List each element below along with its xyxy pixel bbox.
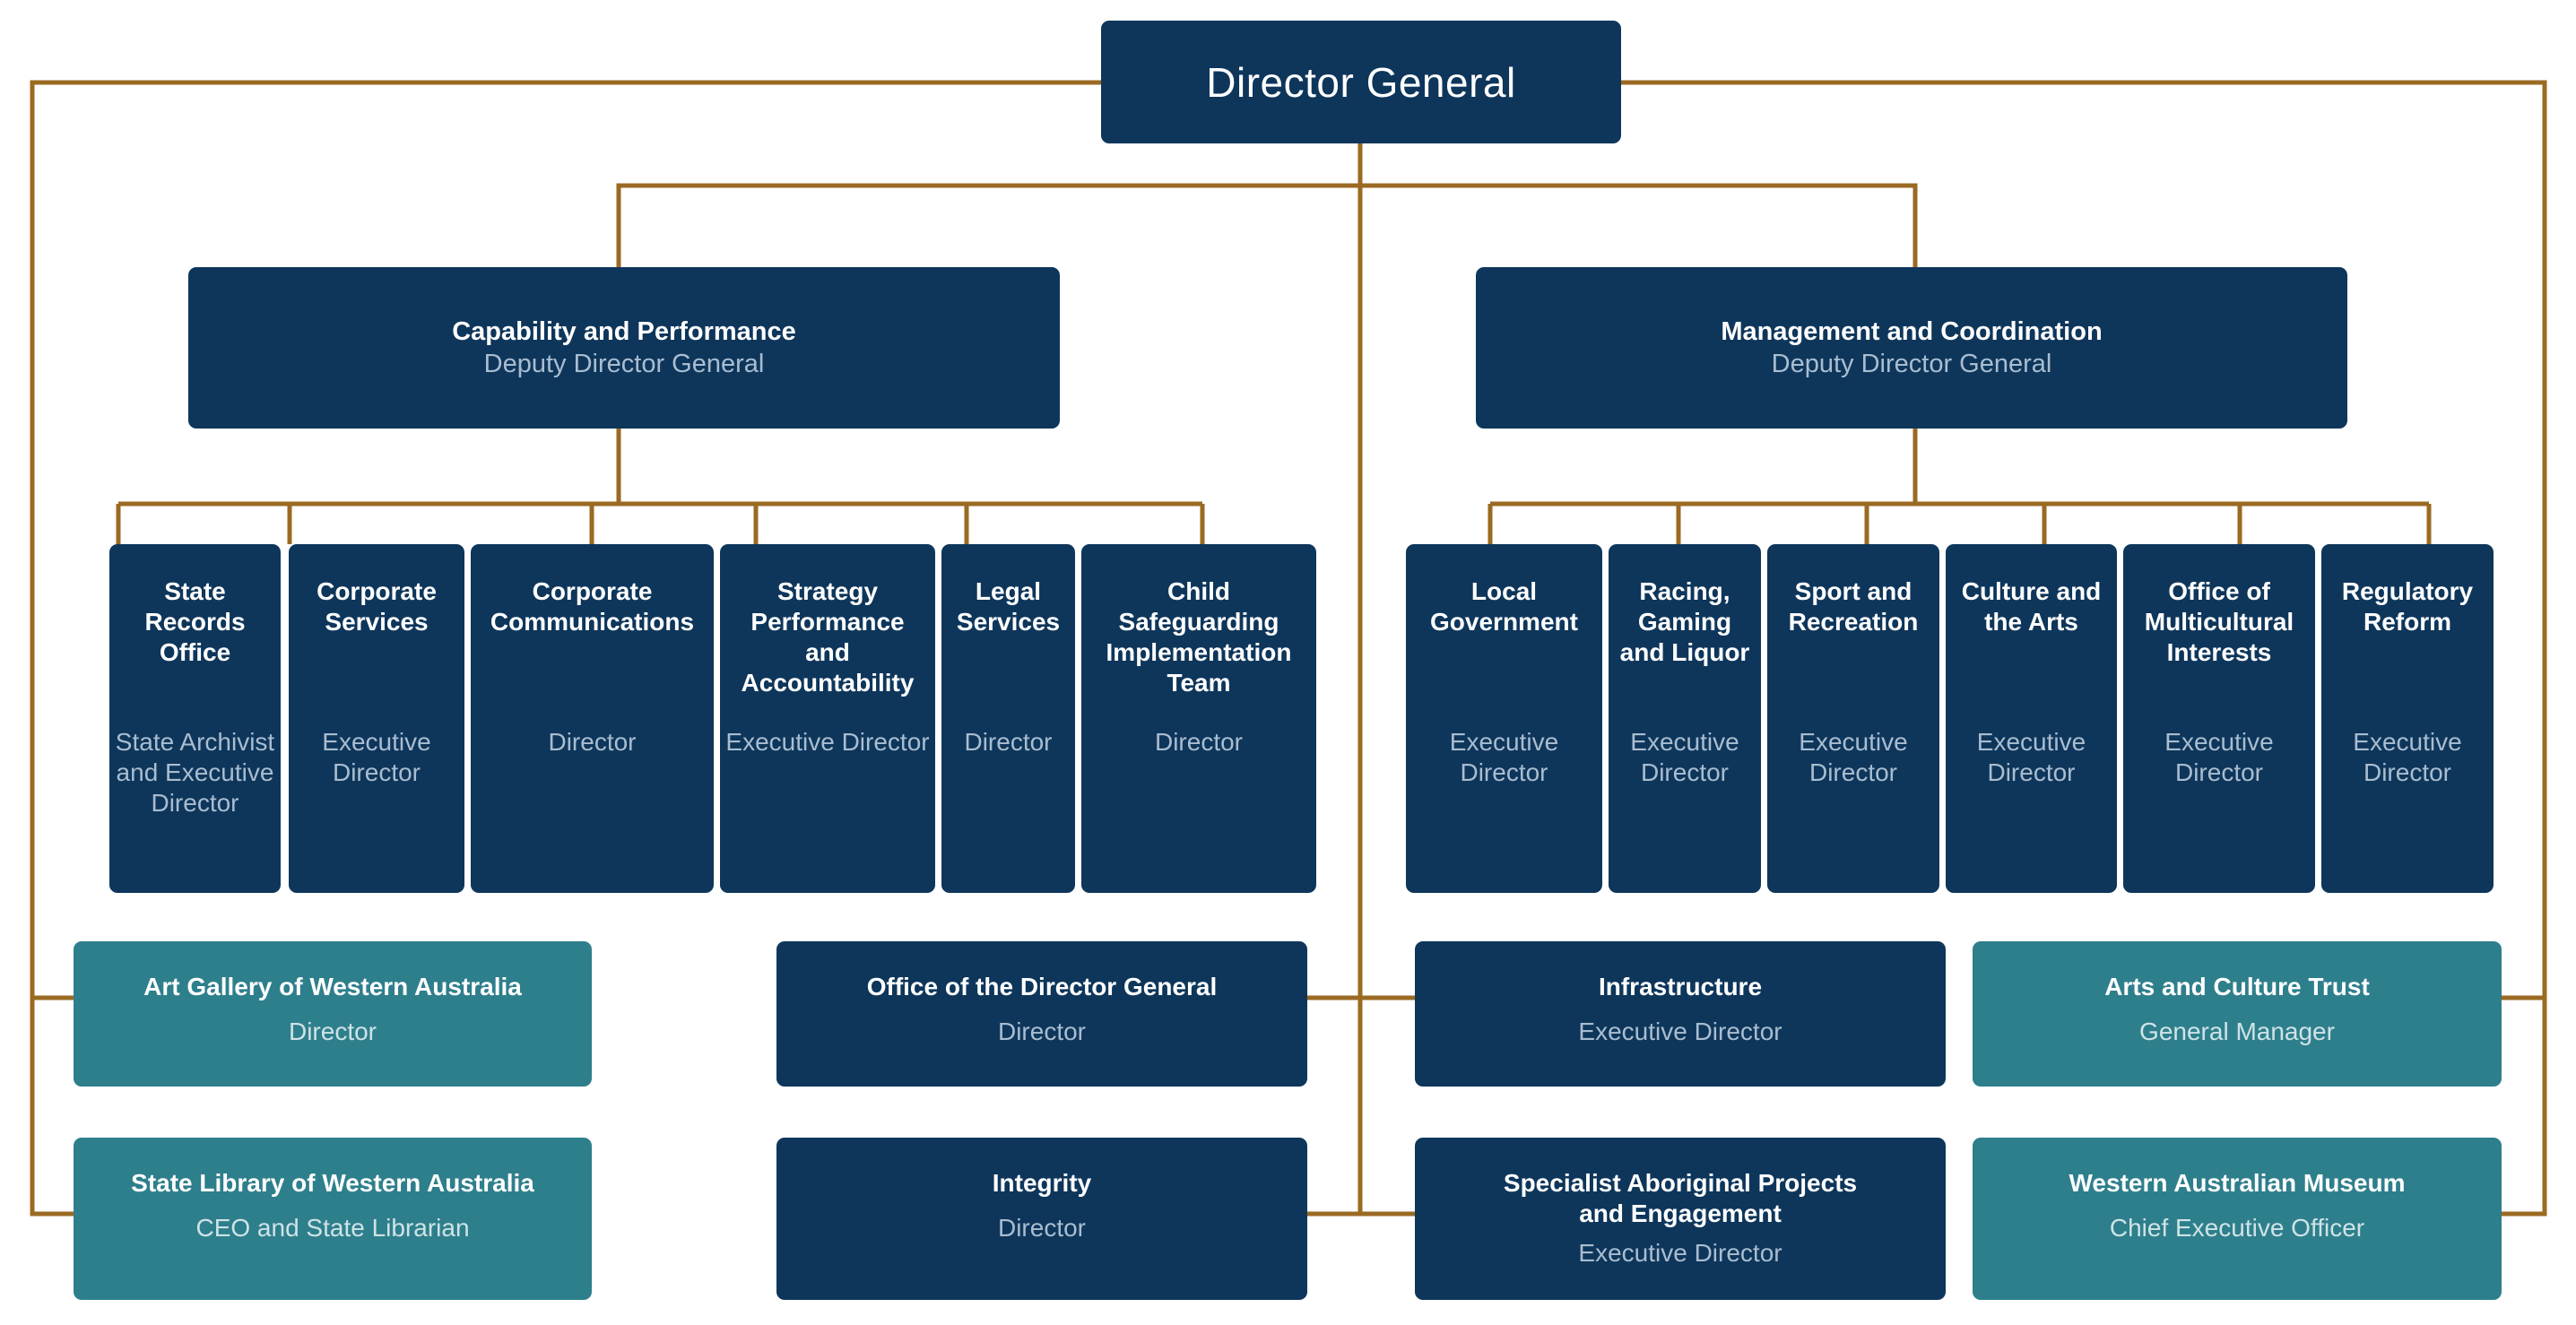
unit-strategy-performance-accountability: Strategy Performance and Accountability … — [720, 544, 935, 893]
box-title: Office of the Director General — [866, 973, 1218, 1000]
box-role: Director — [997, 1214, 1086, 1242]
director-general-title: Director General — [1206, 58, 1516, 106]
unit-multicultural-interests: Office of Multicultural Interests Execut… — [2123, 544, 2315, 893]
box-title: Western Australian Museum — [2069, 1169, 2406, 1197]
unit-corporate-services: Corporate Services Executive Director — [289, 544, 464, 893]
box-title: Integrity — [992, 1169, 1092, 1197]
deputy-role: Deputy Director General — [1771, 350, 2052, 378]
unit-racing-gaming-liquor: Racing, Gaming and Liquor Executive Dire… — [1609, 544, 1761, 893]
unit-local-government: Local Government Executive Director — [1406, 544, 1602, 893]
box-role: Director — [997, 1018, 1086, 1045]
box-specialist-aboriginal-projects: Specialist Aboriginal Projects and Engag… — [1415, 1138, 1946, 1300]
unit-title: Office of Multicultural Interests — [2144, 577, 2294, 666]
unit-title: Strategy Performance and Accountability — [741, 577, 915, 697]
unit-title: Legal Services — [956, 577, 1061, 636]
box-title: State Library of Western Australia — [131, 1169, 534, 1197]
box-title: Art Gallery of Western Australia — [143, 973, 522, 1000]
unit-title: Culture and the Arts — [1961, 577, 2102, 636]
unit-role: Executive Director — [1630, 728, 1739, 786]
unit-title: State Records Office — [144, 577, 246, 666]
unit-regulatory-reform: Regulatory Reform Executive Director — [2321, 544, 2494, 893]
unit-title: Regulatory Reform — [2341, 577, 2474, 636]
box-title: Specialist Aboriginal Projects and Engag… — [1503, 1169, 1858, 1227]
box-role: General Manager — [2139, 1018, 2335, 1045]
deputy-capability-performance: Capability and Performance Deputy Direct… — [188, 267, 1060, 429]
unit-role: Executive Director — [2353, 728, 2462, 786]
box-role: Executive Director — [1578, 1239, 1782, 1267]
box-integrity: Integrity Director — [776, 1138, 1307, 1300]
unit-title: Corporate Communications — [490, 577, 695, 636]
box-wa-museum: Western Australian Museum Chief Executiv… — [1973, 1138, 2502, 1300]
unit-title: Sport and Recreation — [1788, 577, 1919, 636]
deputy-role: Deputy Director General — [483, 350, 765, 378]
unit-title: Local Government — [1430, 577, 1578, 636]
box-infrastructure: Infrastructure Executive Director — [1415, 941, 1946, 1087]
box-art-gallery-wa: Art Gallery of Western Australia Directo… — [74, 941, 592, 1087]
box-state-library-wa: State Library of Western Australia CEO a… — [74, 1138, 592, 1300]
box-title: Infrastructure — [1598, 973, 1763, 1000]
box-role: CEO and State Librarian — [195, 1214, 470, 1242]
unit-role: State Archivist and Executive Director — [115, 728, 275, 817]
unit-culture-arts: Culture and the Arts Executive Director — [1946, 544, 2117, 893]
unit-role: Executive Director — [725, 728, 930, 756]
unit-corporate-communications: Corporate Communications Director — [471, 544, 714, 893]
unit-title: Child Safeguarding Implementation Team — [1106, 577, 1292, 697]
unit-role: Director — [964, 728, 1053, 756]
unit-role: Executive Director — [1799, 728, 1908, 786]
box-title: Arts and Culture Trust — [2104, 973, 2370, 1000]
unit-role: Director — [1154, 728, 1243, 756]
unit-role: Director — [548, 728, 637, 756]
deputy-title: Management and Coordination — [1721, 317, 2103, 346]
box-role: Director — [288, 1018, 377, 1045]
unit-child-safeguarding: Child Safeguarding Implementation Team D… — [1081, 544, 1316, 893]
unit-role: Executive Director — [322, 728, 431, 786]
unit-state-records-office: State Records Office State Archivist and… — [109, 544, 281, 893]
unit-sport-recreation: Sport and Recreation Executive Director — [1767, 544, 1939, 893]
unit-title: Racing, Gaming and Liquor — [1619, 577, 1750, 666]
unit-title: Corporate Services — [317, 577, 437, 636]
box-arts-culture-trust: Arts and Culture Trust General Manager — [1973, 941, 2502, 1087]
director-general-box: Director General — [1101, 21, 1621, 143]
unit-role: Executive Director — [2164, 728, 2274, 786]
box-role: Chief Executive Officer — [2109, 1214, 2365, 1242]
deputy-management-coordination: Management and Coordination Deputy Direc… — [1476, 267, 2347, 429]
unit-role: Executive Director — [1976, 728, 2086, 786]
box-office-director-general: Office of the Director General Director — [776, 941, 1307, 1087]
deputy-title: Capability and Performance — [452, 317, 796, 346]
box-role: Executive Director — [1578, 1018, 1782, 1045]
unit-legal-services: Legal Services Director — [941, 544, 1075, 893]
unit-role: Executive Director — [1449, 728, 1559, 786]
